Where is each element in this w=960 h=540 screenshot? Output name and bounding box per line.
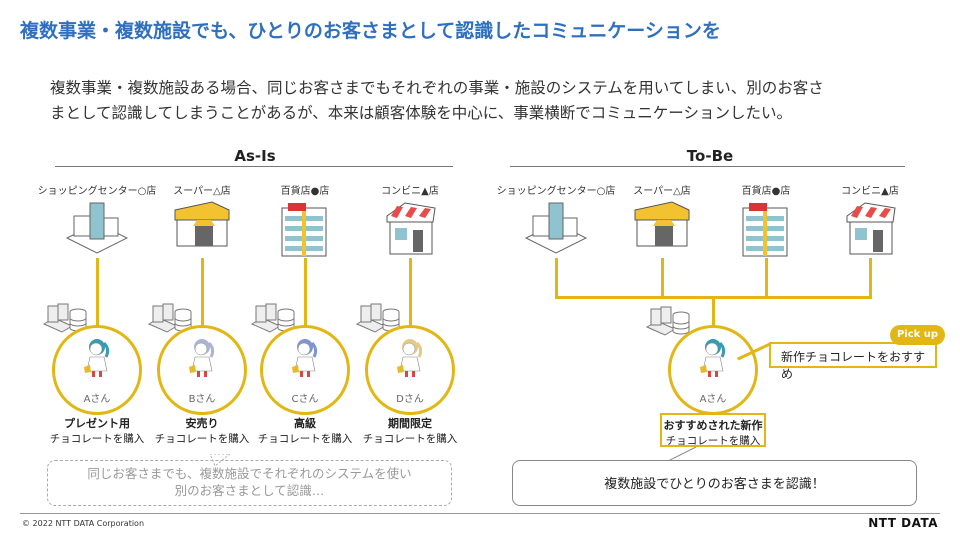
customer-action: チョコレートを購入 (257, 433, 353, 445)
department-store-icon (731, 198, 801, 262)
customer-name: Aさん (699, 394, 727, 405)
server-database-icon (42, 300, 88, 338)
customer-purpose: プレゼント用 (64, 417, 130, 430)
to-be-summary-bubble: 複数施設でひとりのお客さまを認識！ (512, 460, 917, 506)
to-be-action: チョコレートを購入 (665, 435, 761, 447)
company-logo: NTT DATA (868, 516, 938, 530)
copyright: © 2022 NTT DATA Corporation (22, 519, 145, 528)
customer-icon (185, 337, 219, 383)
customer-name: Bさん (188, 394, 216, 405)
customer-purpose: 安売り (185, 417, 219, 430)
to-be-store-connector (765, 258, 768, 298)
as-is-connector (96, 258, 99, 328)
customer-name: Aさん (83, 394, 111, 405)
customer-action: チョコレートを購入 (362, 433, 458, 445)
server-database-icon (147, 300, 193, 338)
as-is-store-label: 百貨店●店 (280, 186, 330, 197)
customer-icon (393, 337, 427, 383)
to-be-connector-stem (712, 296, 715, 328)
customer-purpose: 高級 (294, 417, 316, 430)
supermarket-icon (167, 198, 237, 262)
to-be-purchase-box: おすすめされた新作 チョコレートを購入 (660, 413, 766, 447)
as-is-comment-bubble: 同じお客さまでも、複数施設でそれぞれのシステムを使い 別のお客さまとして認識… (47, 460, 452, 506)
footer-divider (20, 513, 940, 514)
as-is-store-label: コンビニ▲店 (381, 186, 439, 197)
as-is-store-label: スーパー△店 (173, 186, 231, 197)
as-is-connector (409, 258, 412, 328)
server-database-icon (645, 303, 691, 341)
slide-title: 複数事業・複数施設でも、ひとりのお客さまとして認識したコミュニケーションを (20, 20, 721, 42)
supermarket-icon (627, 198, 697, 262)
to-be-purpose: おすすめされた新作 (663, 419, 763, 432)
customer-icon (696, 337, 730, 383)
to-be-heading: To-Be (686, 147, 734, 165)
as-is-heading: As-Is (234, 147, 276, 165)
to-be-divider (510, 166, 905, 167)
convenience-store-icon (835, 198, 905, 262)
convenience-store-icon (375, 198, 445, 262)
department-store-icon (270, 198, 340, 262)
customer-action: チョコレートを購入 (154, 433, 250, 445)
shopping-center-icon (521, 198, 591, 262)
customer-action: チョコレートを購入 (49, 433, 145, 445)
to-be-store-label: スーパー△店 (633, 186, 691, 197)
as-is-connector (304, 258, 307, 328)
to-be-store-connector (869, 258, 872, 298)
description-line-2: まとして認識してしまうことがあるが、本来は顧客体験を中心に、事業横断でコミュニケ… (50, 104, 792, 122)
comment-line-1: 同じお客さまでも、複数施設でそれぞれのシステムを使い (87, 466, 412, 481)
to-be-store-label: 百貨店●店 (741, 186, 791, 197)
to-be-store-label: ショッピングセンター○店 (496, 186, 616, 197)
customer-name: Dさん (396, 394, 424, 405)
customer-purpose: 期間限定 (388, 417, 432, 430)
to-be-store-label: コンビニ▲店 (841, 186, 899, 197)
customer-name: Cさん (291, 394, 319, 405)
comment-line-2: 別のお客さまとして認識… (174, 483, 325, 498)
to-be-store-connector (661, 258, 664, 298)
as-is-store-label: ショッピングセンター○店 (37, 186, 157, 197)
summary-pointer (667, 446, 698, 465)
description-line-1: 複数事業・複数施設ある場合、同じお客さまでもそれぞれの事業・施設のシステムを用い… (50, 79, 824, 97)
as-is-divider (55, 166, 453, 167)
customer-icon (288, 337, 322, 383)
shopping-center-icon (62, 198, 132, 262)
as-is-connector (201, 258, 204, 328)
pickup-callout: 新作チョコレートをおすすめ (769, 342, 937, 381)
server-database-icon (250, 300, 296, 338)
pickup-badge: Pick up (890, 325, 945, 345)
customer-icon (80, 337, 114, 383)
to-be-store-connector (555, 258, 558, 298)
